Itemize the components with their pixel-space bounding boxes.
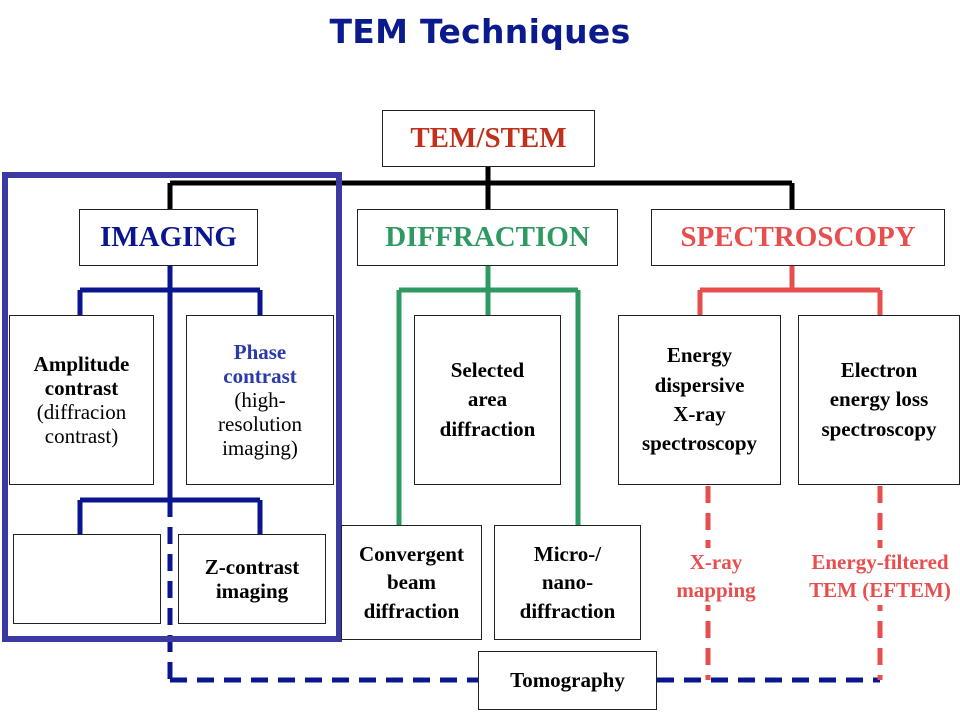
imaging-group-frame [2,172,342,642]
selected-area-diffraction-box: Selected area diffraction [414,315,561,485]
root-label: TEM/STEM [410,121,567,154]
spectroscopy-connectors [697,265,883,316]
xray-mapping-label: X-ray mapping [655,548,777,605]
selected-line2: area [467,387,508,412]
zcontrast-line1: Z-contrast [204,554,300,579]
xray-mapping-line2: mapping [676,578,756,603]
imaging-dashed-connector [167,500,880,683]
spectroscopy-box: SPECTROSCOPY [651,209,945,266]
empty-imaging-box [13,534,161,624]
phase-line3: (high- [234,387,286,412]
selected-line3: diffraction [439,416,536,441]
page-title: TEM Techniques [329,12,631,51]
imaging-label: IMAGING [100,220,237,253]
tomography-label: Tomography [510,668,625,693]
eftem-line1: Energy-filtered [811,550,949,574]
diffraction-label: DIFFRACTION [385,220,590,253]
z-contrast-box: Z-contrast imaging [178,534,326,624]
micro-nano-diffraction-box: Micro-/ nano- diffraction [494,525,641,640]
convergent-beam-diffraction-box: Convergent beam diffraction [341,525,482,640]
selected-line1: Selected [450,357,525,382]
eels-line2: energy loss [829,387,929,412]
root-connectors [167,166,795,209]
amplitude-line3: (diffracion [36,400,127,424]
edx-line3: X-ray [673,402,726,426]
micro-line1: Micro-/ [533,541,602,566]
amplitude-contrast-box: Amplitude contrast (diffracion contrast) [9,315,154,485]
convergent-line1: Convergent [359,541,464,566]
edx-line1: Energy [666,343,733,368]
micro-line3: diffraction [519,598,616,623]
eels-line1: Electron [840,357,918,382]
diffraction-box: DIFFRACTION [357,209,618,266]
amplitude-line4: contrast) [44,424,119,449]
eftem-label: Energy-filtered TEM (EFTEM) [800,548,960,605]
phase-line2: contrast [223,363,297,388]
imaging-box: IMAGING [79,209,258,266]
eels-box: Electron energy loss spectroscopy [798,315,960,485]
eftem-line2: TEM (EFTEM) [809,578,951,603]
root-box: TEM/STEM [382,110,595,167]
phase-line4: resolution [218,412,302,437]
eels-line3: spectroscopy [821,416,937,441]
phase-line1: Phase [233,339,287,364]
xray-mapping-line1: X-ray [689,550,743,574]
convergent-line2: beam [386,570,436,595]
zcontrast-line2: imaging [215,579,289,603]
edx-box: Energy dispersive X-ray spectroscopy [618,315,781,485]
phase-line5: imaging) [222,436,298,461]
amplitude-line2: contrast [44,375,119,400]
convergent-line3: diffraction [363,598,460,623]
micro-line2: nano- [541,570,594,595]
tomography-box: Tomography [478,651,657,710]
edx-line4: spectroscopy [641,431,758,456]
phase-contrast-box: Phase contrast (high- resolution imaging… [186,315,334,485]
amplitude-line1: Amplitude [33,351,130,376]
diffraction-connectors [396,265,581,528]
edx-line2: dispersive [654,372,745,397]
spectroscopy-label: SPECTROSCOPY [680,220,916,253]
